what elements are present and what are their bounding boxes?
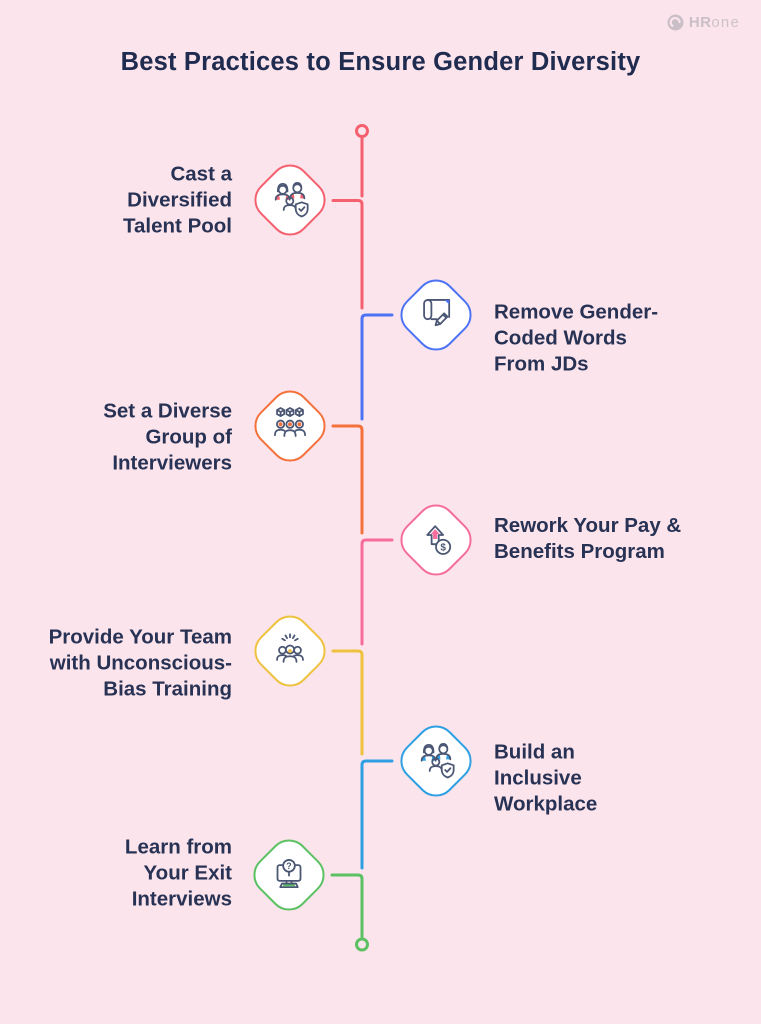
label-line: Benefits Program xyxy=(494,540,665,563)
label-line: Talent Pool xyxy=(123,213,232,237)
timeline-segment xyxy=(360,759,394,870)
node-label: Provide Your Team with Unconscious- Bias… xyxy=(49,624,232,701)
logo-text-hr: HR xyxy=(688,14,712,31)
inclusive-people-shield-icon xyxy=(420,742,455,779)
logo-text-one: one xyxy=(711,14,740,31)
label-line: Inclusive xyxy=(494,766,582,790)
hrone-logo-icon xyxy=(667,14,684,31)
exit-interview-monitor-icon: ? xyxy=(276,859,302,889)
timeline-segment xyxy=(330,873,364,939)
node-label: Build an Inclusive Workplace xyxy=(494,739,597,816)
label-line: with Unconscious- xyxy=(49,651,232,675)
label-line: Diversified xyxy=(127,188,232,212)
label-line: Set a Diverse xyxy=(103,399,232,423)
label-line: Interviewers xyxy=(112,450,232,474)
timeline-end-marker xyxy=(355,937,369,952)
node-label: Rework Your Pay & Benefits Program xyxy=(494,513,681,565)
timeline-segment xyxy=(331,649,364,756)
document-pencil-icon xyxy=(423,299,451,327)
label-line: Group of xyxy=(145,425,232,449)
node-label: Learn from Your Exit Interviews xyxy=(125,834,232,911)
label-line: Coded Words xyxy=(494,326,627,350)
interviewer-group-cubes-icon xyxy=(274,407,306,437)
label-line: Bias Training xyxy=(103,676,232,700)
label-line: Workplace xyxy=(494,791,598,815)
dollar-glyph: $ xyxy=(440,542,446,553)
node-label: Set a Diverse Group of Interviewers xyxy=(103,398,232,475)
page-title: Best Practices to Ensure Gender Diversit… xyxy=(120,48,641,76)
timeline-segment xyxy=(360,313,394,421)
label-line: From JDs xyxy=(494,351,589,375)
node-label: Cast a Diversified Talent Pool xyxy=(123,161,232,238)
diverse-people-shield-icon xyxy=(274,181,309,218)
timeline-segment xyxy=(331,199,364,310)
timeline-start-marker xyxy=(355,124,369,138)
label-line: Learn from xyxy=(124,835,232,859)
label-line: Remove Gender- xyxy=(494,300,659,324)
label-line: Rework Your Pay & xyxy=(494,514,682,538)
question-glyph: ? xyxy=(286,861,291,871)
label-line: Provide Your Team xyxy=(48,625,232,649)
hrone-logo: HRone xyxy=(667,14,740,31)
timeline-segment xyxy=(360,538,394,646)
label-line: Interviews xyxy=(131,886,232,910)
label-line: Cast a xyxy=(170,162,232,186)
timeline-segment xyxy=(331,424,364,535)
pay-raise-arrow-coin-icon: $ xyxy=(426,525,452,555)
label-line: Build an xyxy=(494,740,575,764)
node-label: Remove Gender- Coded Words From JDs xyxy=(494,299,658,376)
team-idea-rays-icon xyxy=(276,633,304,663)
label-line: Your Exit xyxy=(143,861,232,885)
